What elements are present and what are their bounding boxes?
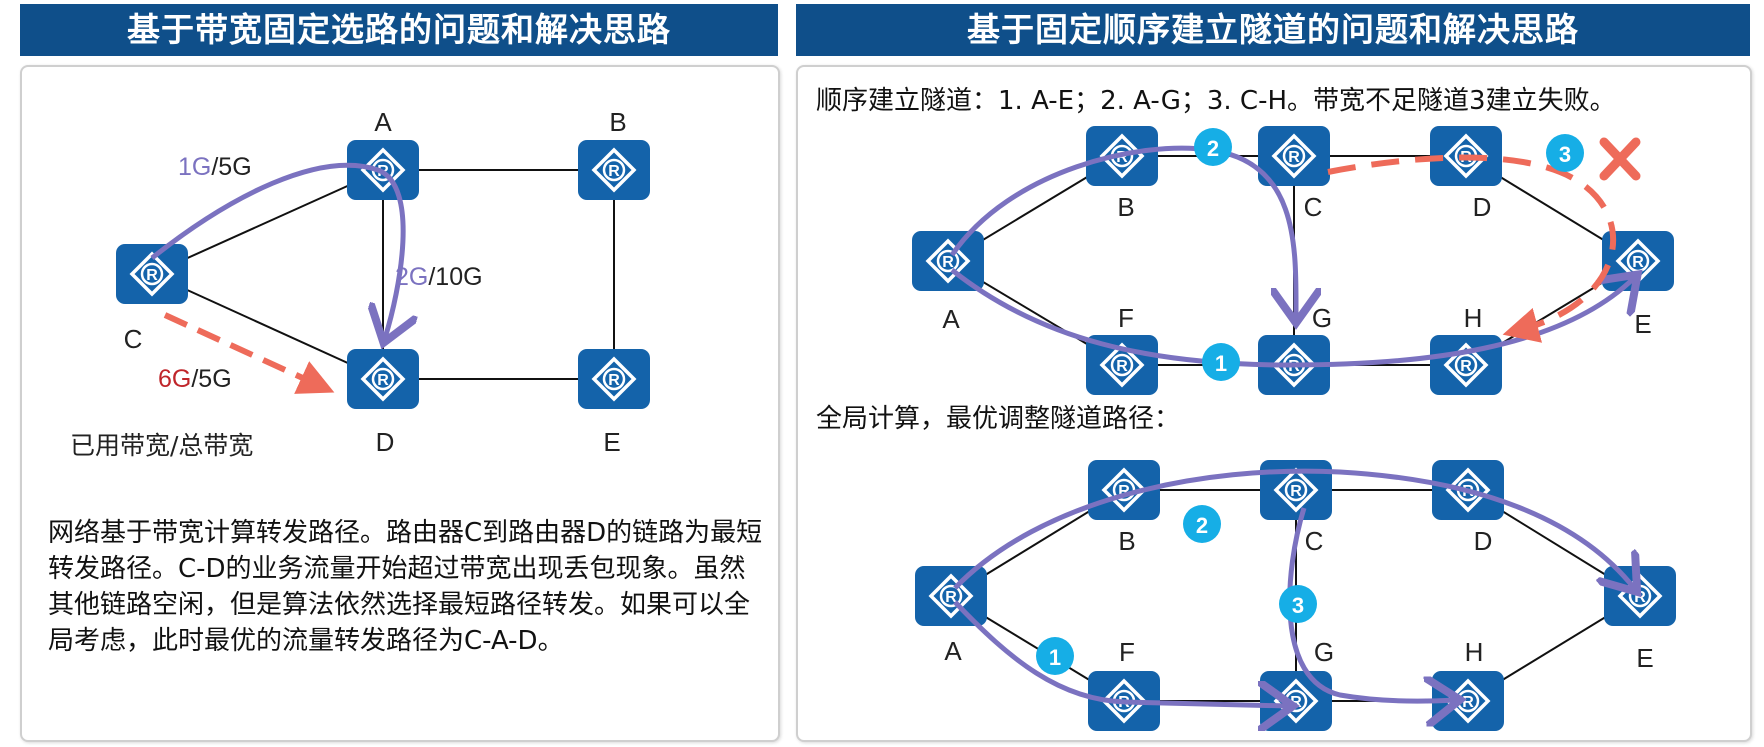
optimized-tunnel-2: [953, 468, 1634, 588]
top-node-label-d: D: [1473, 192, 1492, 222]
router-icon: [910, 229, 986, 293]
path-c-a-d: [150, 162, 403, 338]
cross-icon: [1599, 137, 1641, 181]
top-node-label-b: B: [1117, 192, 1134, 222]
top-node-label-c: C: [1304, 192, 1323, 222]
svg-text:2: 2: [1196, 513, 1208, 538]
top-node-label-e: E: [1634, 309, 1651, 339]
optimized-tunnel-3: [1287, 507, 1455, 701]
node-label-e: E: [603, 427, 620, 457]
left-links: [151, 169, 615, 380]
bottom-node-label-a: A: [944, 636, 962, 666]
top-node-label-f: F: [1118, 303, 1134, 333]
bandwidth-label-a-d: 2G/10G: [395, 263, 483, 291]
bottom-node-label-h: H: [1465, 637, 1484, 667]
left-description: 网络基于带宽计算转发路径。路由器C到路由器D的链路为最短转发路径。C-D的业务流…: [48, 518, 763, 656]
router-icon: [114, 242, 190, 306]
tunnel-1-a-e: [950, 268, 1634, 368]
left-panel-title: 基于带宽固定选路的问题和解决思路: [20, 4, 778, 56]
right-panel-title: 基于固定顺序建立隧道的问题和解决思路: [796, 4, 1750, 56]
router-icon: [576, 347, 652, 411]
svg-text:2: 2: [1207, 136, 1219, 161]
svg-text:1: 1: [1215, 351, 1227, 376]
overloaded-link-c-d: [163, 312, 335, 394]
node-label-c: C: [124, 324, 143, 354]
router-icon: [1428, 333, 1504, 397]
tunnel-sequence-text: 顺序建立隧道：1. A-E；2. A-G；3. C-H。带宽不足隧道3建立失败。: [816, 86, 1616, 116]
bandwidth-label-c-a: 1G/5G: [178, 153, 252, 181]
node-label-a: A: [374, 107, 392, 137]
node-label-d: D: [376, 427, 395, 457]
tunnel-badges-top: 2 3 1: [1194, 128, 1584, 381]
tunnel-3-failed: [1327, 154, 1617, 343]
router-icon: [576, 138, 652, 202]
svg-text:1: 1: [1049, 645, 1061, 670]
top-node-label-a: A: [942, 304, 960, 334]
top-node-label-g: G: [1312, 303, 1332, 333]
bottom-node-label-g: G: [1314, 637, 1334, 667]
top-node-label-h: H: [1464, 303, 1483, 333]
svg-text:3: 3: [1292, 593, 1304, 618]
bottom-node-label-e: E: [1636, 643, 1653, 673]
bottom-node-label-d: D: [1474, 526, 1493, 556]
router-icon: [345, 347, 421, 411]
svg-text:3: 3: [1559, 142, 1571, 167]
node-label-b: B: [609, 107, 626, 137]
router-icon: [1602, 564, 1678, 628]
bandwidth-label-c-d: 6G/5G: [158, 365, 232, 393]
optimized-tunnel-1: [953, 600, 1288, 706]
bottom-node-label-b: B: [1118, 526, 1135, 556]
router-icon: [913, 564, 989, 628]
bottom-node-label-f: F: [1119, 637, 1135, 667]
router-icon: [1258, 669, 1334, 733]
global-compute-text: 全局计算，最优调整隧道路径：: [816, 404, 1181, 434]
tunnel-badges-bottom: 2 1 3: [1036, 505, 1317, 675]
bandwidth-legend: 已用带宽/总带宽: [70, 431, 253, 460]
bottom-node-label-c: C: [1305, 526, 1324, 556]
